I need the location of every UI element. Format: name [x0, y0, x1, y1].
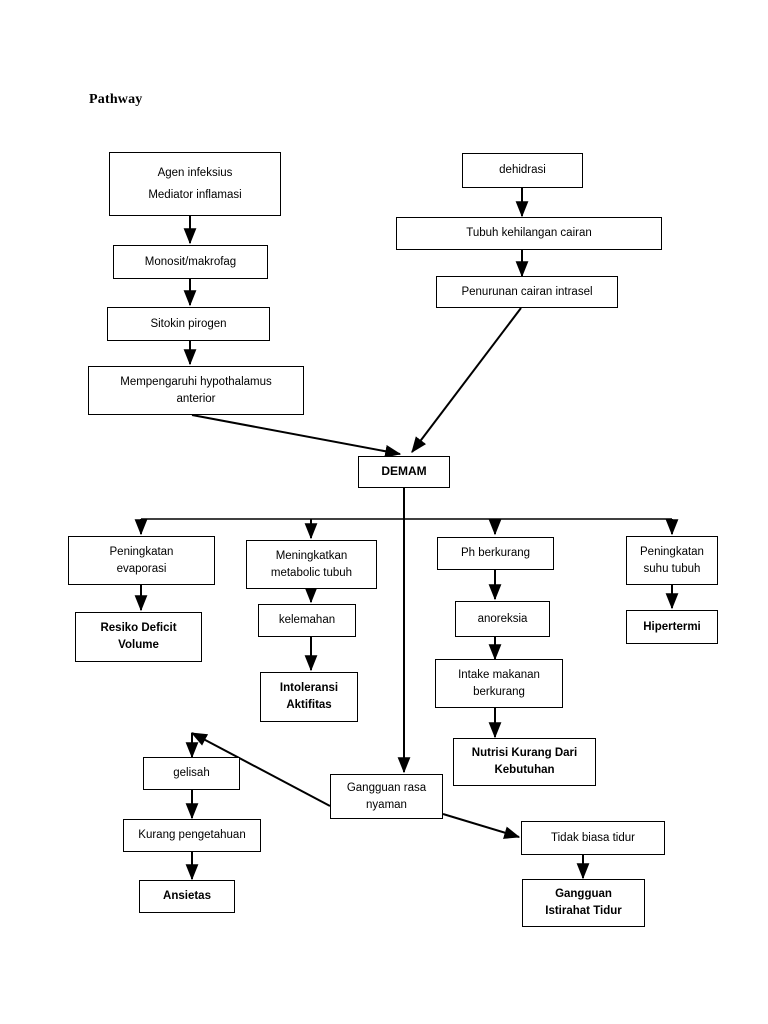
- node-text: Istirahat Tidur: [545, 905, 622, 917]
- node-monosit-makrofag[interactable]: Monosit/makrofag: [113, 245, 268, 279]
- node-text: Monosit/makrofag: [144, 255, 237, 268]
- node-peningkatan-suhu-tubuh[interactable]: Peningkatan suhu tubuh: [626, 536, 718, 585]
- node-anoreksia[interactable]: anoreksia: [455, 601, 550, 637]
- node-text: kelemahan: [278, 614, 336, 627]
- node-gangguan-rasa-nyaman[interactable]: Gangguan rasa nyaman: [330, 774, 443, 819]
- node-text: Agen infeksius: [157, 166, 233, 179]
- node-tubuh-kehilangan-cairan[interactable]: Tubuh kehilangan cairan: [396, 217, 662, 250]
- node-kelemahan[interactable]: kelemahan: [258, 604, 356, 637]
- node-peningkatan-evaporasi[interactable]: Peningkatan evaporasi: [68, 536, 215, 585]
- node-penurunan-cairan-intrasel[interactable]: Penurunan cairan intrasel: [436, 276, 618, 308]
- node-nutrisi-kurang-dari-kebutuhan[interactable]: Nutrisi Kurang Dari Kebutuhan: [453, 738, 596, 786]
- node-text: Ansietas: [163, 890, 211, 903]
- edge-nyaman-gelisah: [190, 732, 331, 807]
- node-text: Intake makanan: [458, 668, 540, 681]
- node-text: Kebutuhan: [494, 764, 555, 776]
- node-text: Tubuh kehilangan cairan: [466, 227, 592, 240]
- node-text: Mempengaruhi hypothalamus: [120, 375, 272, 388]
- node-resiko-deficit-volume[interactable]: Resiko Deficit Volume: [75, 612, 202, 662]
- node-text: anterior: [176, 392, 216, 405]
- node-text: Penurunan cairan intrasel: [461, 285, 593, 298]
- node-text: Resiko Deficit: [100, 622, 177, 635]
- node-text: Aktifitas: [286, 699, 332, 711]
- node-hipertermi[interactable]: Hipertermi: [626, 610, 718, 644]
- node-text: Tidak biasa tidur: [551, 831, 635, 844]
- node-gangguan-istirahat-tidur[interactable]: Gangguan Istirahat Tidur: [522, 879, 645, 927]
- node-text: evaporasi: [116, 562, 167, 575]
- node-text: gelisah: [173, 767, 210, 780]
- node-text: suhu tubuh: [643, 562, 701, 575]
- node-text: nyaman: [366, 798, 407, 811]
- node-dehidrasi[interactable]: dehidrasi: [462, 153, 583, 188]
- node-tidak-biasa-tidur[interactable]: Tidak biasa tidur: [521, 821, 665, 855]
- node-text: Ph berkurang: [460, 547, 531, 560]
- node-text: dehidrasi: [499, 164, 546, 177]
- node-text: Gangguan: [555, 888, 612, 901]
- node-text: Gangguan rasa: [346, 781, 427, 794]
- node-meningkatkan-metabolic-tubuh[interactable]: Meningkatkan metabolic tubuh: [246, 540, 377, 589]
- node-intake-makanan-berkurang[interactable]: Intake makanan berkurang: [435, 659, 563, 708]
- node-agen-infeksius[interactable]: Agen infeksius Mediator inflamasi: [109, 152, 281, 216]
- edge-hypothalamus-demam: [191, 414, 402, 458]
- node-text: Sitokin pirogen: [150, 317, 227, 330]
- edge-nyaman-tidakbiasatidur: [442, 813, 521, 839]
- node-demam[interactable]: DEMAM: [358, 456, 450, 488]
- node-text: Volume: [118, 639, 159, 651]
- node-text: Hipertermi: [643, 620, 701, 633]
- node-kurang-pengetahuan[interactable]: Kurang pengetahuan: [123, 819, 261, 852]
- node-text: metabolic tubuh: [270, 566, 353, 579]
- node-text: Peningkatan: [109, 545, 174, 558]
- edge-penurunan-demam: [411, 307, 522, 453]
- node-gelisah[interactable]: gelisah: [143, 757, 240, 790]
- node-text: Mediator inflamasi: [148, 189, 242, 201]
- node-text: DEMAM: [381, 464, 427, 479]
- node-ph-berkurang[interactable]: Ph berkurang: [437, 537, 554, 570]
- node-text: Kurang pengetahuan: [138, 829, 246, 842]
- node-intoleransi-aktifitas[interactable]: Intoleransi Aktifitas: [260, 672, 358, 722]
- node-text: anoreksia: [477, 612, 528, 625]
- node-text: Intoleransi: [279, 682, 339, 695]
- node-text: Peningkatan: [640, 545, 704, 558]
- node-text: berkurang: [473, 685, 525, 698]
- node-mempengaruhi-hypothalamus-anterior[interactable]: Mempengaruhi hypothalamus anterior: [88, 366, 304, 415]
- node-sitokin-pirogen[interactable]: Sitokin pirogen: [107, 307, 270, 341]
- node-ansietas[interactable]: Ansietas: [139, 880, 235, 913]
- node-text: Meningkatkan: [275, 549, 348, 562]
- page-title: Pathway: [89, 92, 143, 107]
- node-text: Nutrisi Kurang Dari: [471, 747, 578, 760]
